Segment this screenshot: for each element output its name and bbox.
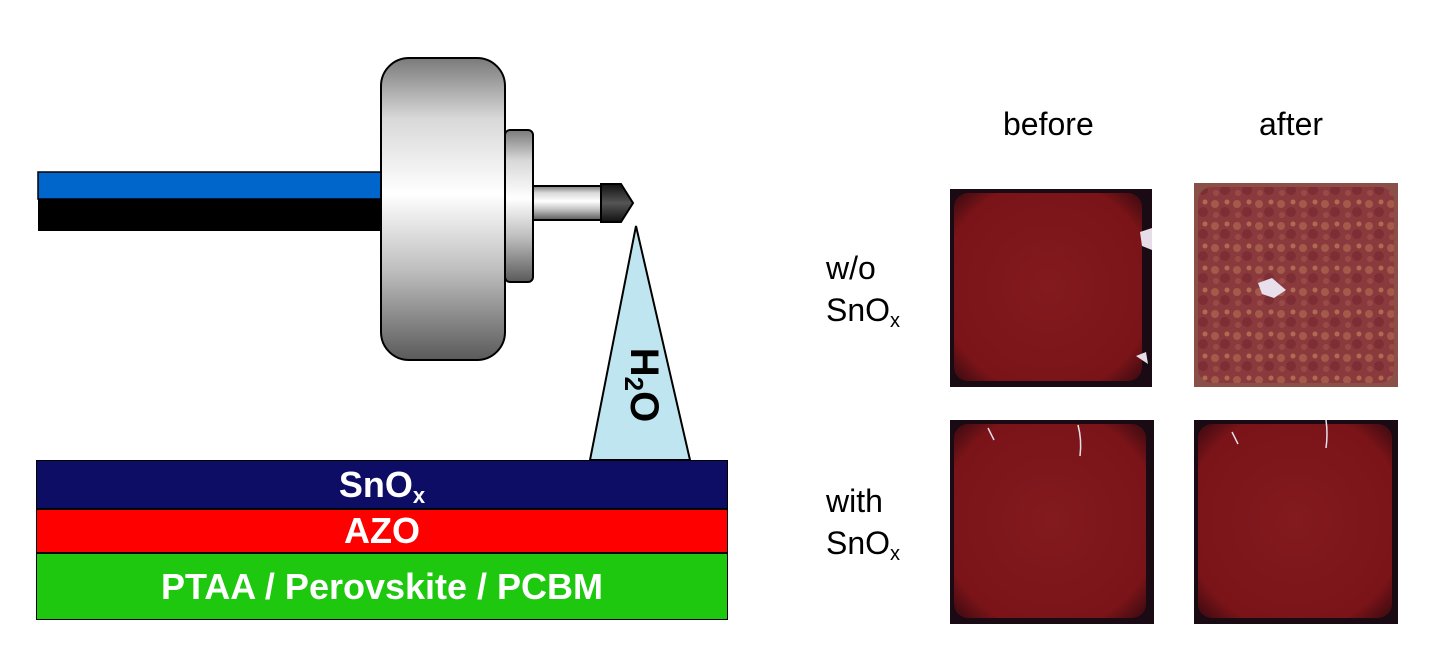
layer-bottom-label: PTAA / Perovskite / PCBM (160, 566, 604, 607)
svg-text:H2O: H2O (619, 348, 666, 422)
layer-azo: AZO (36, 509, 728, 553)
spray-label-sub: 2 (619, 377, 649, 391)
photo-with-before (950, 420, 1154, 624)
column-label-after: after (1259, 106, 1324, 142)
row-label-with-line1: with (826, 483, 883, 519)
layer-snox-sub: x (412, 483, 426, 508)
nozzle-stem (532, 185, 604, 221)
photo-without-after (1194, 183, 1398, 387)
spray-label: H2O (619, 348, 666, 422)
nozzle-collar (504, 129, 534, 283)
cable-blue (37, 171, 387, 200)
layer-snox-label: SnO (338, 464, 413, 505)
spray-label-h: H (622, 348, 666, 377)
spray-cone (588, 225, 692, 461)
cable-black (38, 199, 386, 231)
photo-with-after (1194, 419, 1398, 624)
row-label-without-snox: w/o SnOx (826, 247, 900, 342)
nozzle-body (380, 57, 506, 361)
row-label-with-line2: SnO (826, 525, 891, 561)
row-label-without-sub: x (890, 310, 901, 332)
layer-azo-label: AZO (344, 510, 420, 551)
row-label-with-snox: with SnOx (826, 480, 900, 575)
layer-ptaa-perovskite-pcbm: PTAA / Perovskite / PCBM (36, 553, 728, 620)
nozzle-tip (600, 183, 635, 223)
row-label-with-sub: x (890, 543, 901, 565)
column-label-before: before (1003, 106, 1094, 142)
row-label-without-line1: w/o (826, 250, 876, 286)
layer-snox: SnOx (36, 460, 728, 509)
photo-without-before (950, 189, 1152, 387)
row-label-without-line2: SnO (826, 292, 891, 328)
spray-label-o: O (622, 391, 666, 422)
